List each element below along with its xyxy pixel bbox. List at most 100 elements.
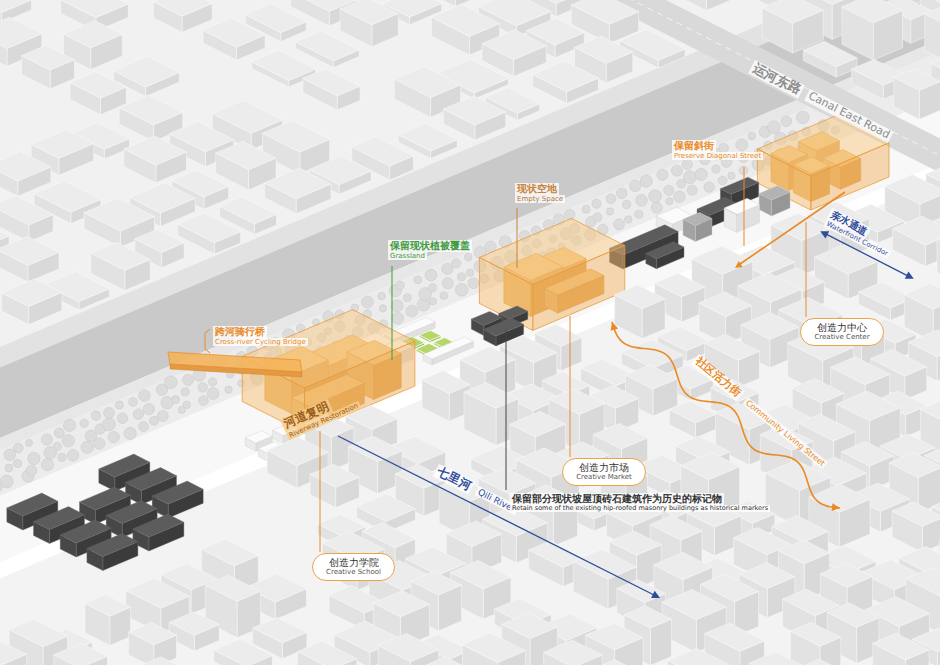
callout-subtitle: Creative School [325,568,382,576]
residential-block [809,484,870,512]
residential-block [705,334,760,360]
road-centre-line [107,0,940,545]
residential-block [318,514,366,536]
far-bank-block [203,18,265,47]
tree [704,182,714,192]
tree [13,459,21,467]
tree [182,374,193,385]
historic-building [133,514,184,537]
far-bank-block [0,219,9,248]
residential-block [738,273,801,303]
tree [564,209,575,220]
tree [181,388,189,396]
far-bank-block [212,100,282,133]
tree [674,191,686,203]
tree [62,434,75,447]
tree [622,200,631,209]
tree [198,383,207,392]
residential-block [705,623,765,651]
residential-block [749,652,805,665]
residential-block [357,494,416,521]
leader-line [744,167,745,246]
residential-block [378,633,438,661]
low-building [423,337,473,359]
arrow-head [651,591,660,598]
residential-block [85,595,131,616]
urban-block [925,3,940,30]
residential-block [792,379,844,403]
residential-block [699,292,752,317]
residential-block [348,436,402,461]
map-label: 跨河骑行桥 [213,326,267,338]
residential-block [460,347,516,373]
tree [58,453,66,461]
tree [161,396,173,408]
far-bank-block [114,56,180,87]
tree [768,121,781,134]
tree [736,139,748,151]
residential-block [741,313,799,340]
residential-block [904,283,940,309]
low-building [724,198,760,214]
tree [183,401,191,409]
historic-building [34,507,85,530]
residential-block [169,612,219,635]
tree [425,269,437,281]
far-bank-block [2,279,62,307]
tree [616,188,627,199]
far-bank-block [220,197,277,224]
map-label: Empty Space [515,195,565,203]
grassland [419,330,441,340]
map-label: 保留部分现状坡屋顶砖石建筑作为历史的标记物 [510,493,724,505]
historic-building [720,177,758,194]
callout-box: 创造力中心Creative Center [800,318,884,346]
cycling-bridge [168,352,302,372]
map-label: Preserve Diagonal Street [672,152,763,160]
far-bank-block [124,136,186,165]
tree [781,116,792,127]
urban-block [842,0,903,23]
tree [414,276,422,284]
tree [429,298,436,305]
residential-block [462,633,525,663]
historic-building [126,468,177,491]
far-bank-block [34,181,101,212]
historic-building [152,481,203,504]
residential-block [799,414,856,441]
tree [582,205,590,213]
tree [379,305,386,312]
tree [53,442,61,450]
callout-subtitle: Creative Market [575,473,633,481]
residential-block [893,216,940,245]
residential-block [202,539,259,566]
arrow-head [735,261,743,268]
tree [0,475,13,488]
map-label: 保留斜街 [672,140,716,152]
leader-line [506,330,507,490]
callout-title: 创造力市场 [575,462,633,473]
tree [712,165,720,173]
far-bank-block [216,141,276,169]
canal-east-road [89,0,940,552]
tree [157,411,168,422]
residential-block [892,502,940,526]
callout-box: 创造力学院Creative School [312,553,395,581]
residential-block [937,225,940,255]
far-bank-block [0,236,59,265]
far-bank-block [340,0,398,25]
far-bank-block [575,36,633,63]
residential-block [779,540,830,564]
far-bank-block [352,137,414,166]
tree [225,386,232,393]
tree [606,208,613,215]
historic-building [60,520,111,543]
residential-block [0,638,27,665]
tree [207,388,219,400]
urban-block [931,53,940,78]
residential-block [205,575,260,601]
tree [117,413,127,423]
residential-block [772,516,828,543]
tree [5,464,13,472]
tree [624,216,632,224]
